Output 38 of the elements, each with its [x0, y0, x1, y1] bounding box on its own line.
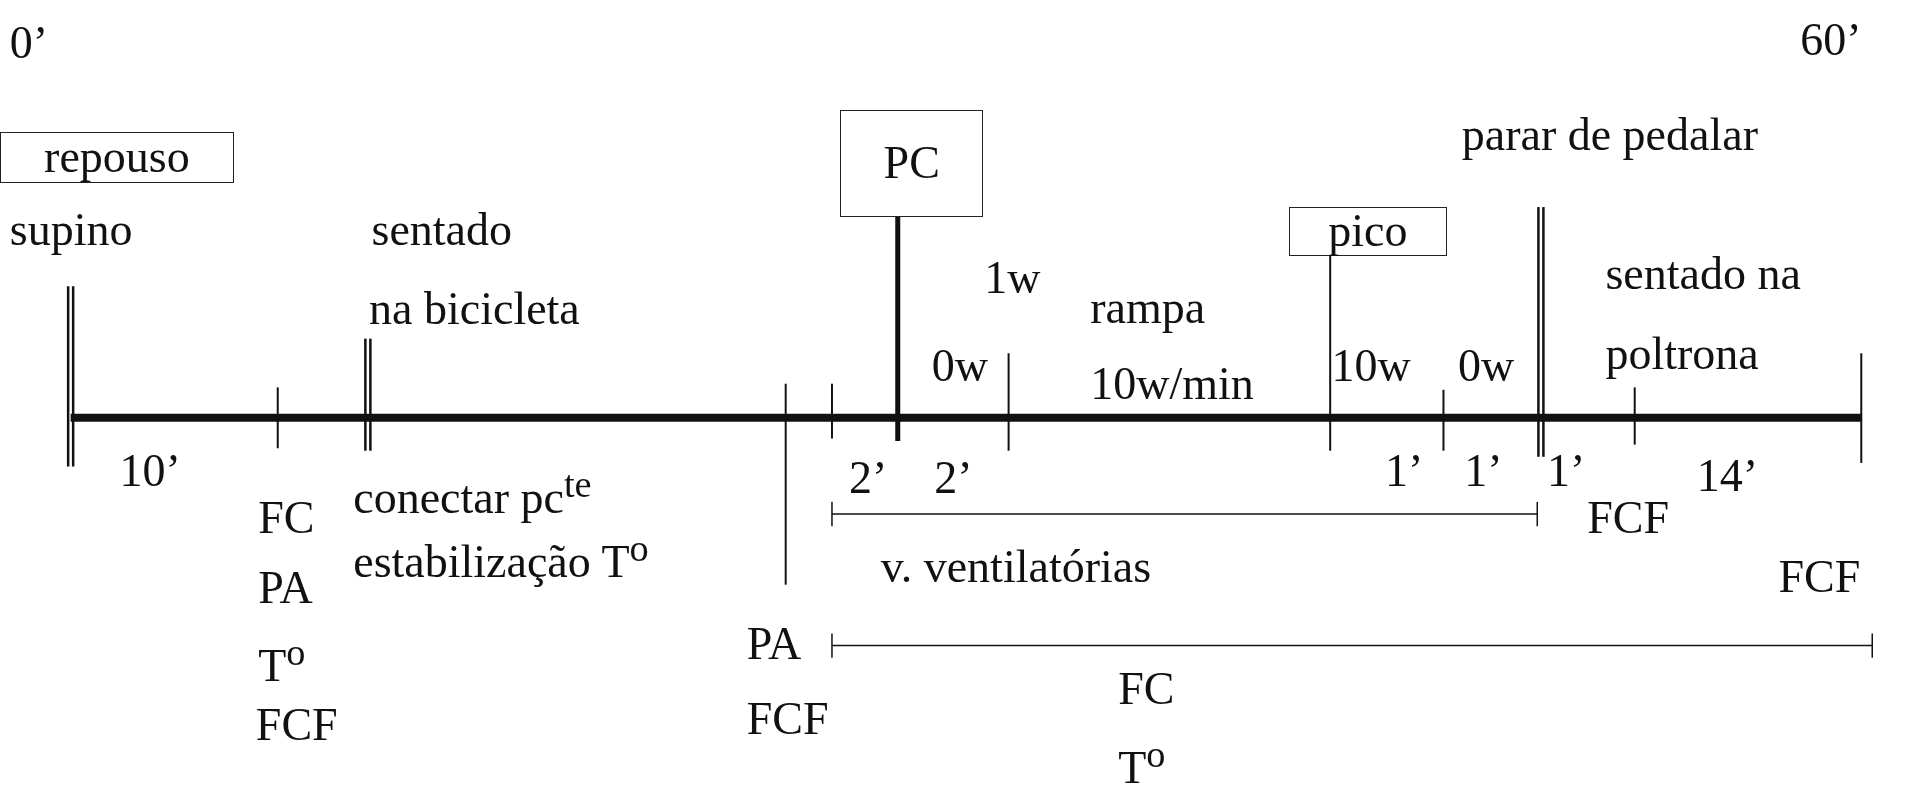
- box-label: repouso: [44, 134, 190, 181]
- timeline-label: 1w: [984, 253, 1041, 304]
- timeline-label: v. ventilatórias: [880, 542, 1152, 593]
- timeline-label: 60’: [1800, 14, 1862, 66]
- timeline-label: 0w: [931, 341, 989, 392]
- timeline-label: FCF: [1778, 551, 1861, 603]
- label-box: [840, 109, 983, 217]
- timeline-label: 1’: [1547, 445, 1586, 497]
- timeline-label: sentado: [371, 204, 513, 256]
- timeline-label: PA: [746, 618, 802, 670]
- timeline-label: FCF: [1587, 493, 1670, 544]
- timeline-label: 2’: [934, 453, 973, 504]
- timeline-label: na bicicleta: [369, 283, 580, 335]
- timeline-label: FC: [1118, 663, 1175, 715]
- label-box: [1288, 207, 1448, 256]
- timeline-label: parar de pedalar: [1461, 109, 1758, 161]
- timeline-label: 2’: [849, 453, 888, 504]
- timeline-label: 14’: [1696, 450, 1759, 502]
- box-label: PC: [883, 140, 940, 187]
- timeline-label: 10w: [1331, 341, 1411, 392]
- timeline-label: 0w: [1458, 341, 1515, 392]
- label-box: [0, 131, 234, 183]
- timeline-label: T$^{o}$: [1118, 733, 1166, 795]
- timeline-label: 0’: [9, 18, 49, 69]
- timeline-label: 1’: [1385, 445, 1424, 497]
- timeline-label: sentado na poltrona: [1605, 246, 1802, 382]
- timeline-label: 10’: [119, 445, 181, 497]
- timeline-label: rampa 10w/min: [1090, 281, 1255, 411]
- timeline-label: FC: [258, 493, 315, 544]
- timeline-label: estabilização T$^{o}$: [353, 527, 649, 589]
- timeline-label: FCF: [255, 700, 338, 751]
- timeline-label: PA: [258, 562, 313, 614]
- timeline-label: FCF: [746, 694, 829, 745]
- box-label: pico: [1328, 208, 1408, 255]
- timeline-label: T$^{o}$: [258, 630, 306, 692]
- timeline-label: 1’: [1464, 445, 1503, 497]
- caption-text: supino: [9, 204, 133, 256]
- timeline-label: conectar pc$^{te}$: [353, 462, 592, 524]
